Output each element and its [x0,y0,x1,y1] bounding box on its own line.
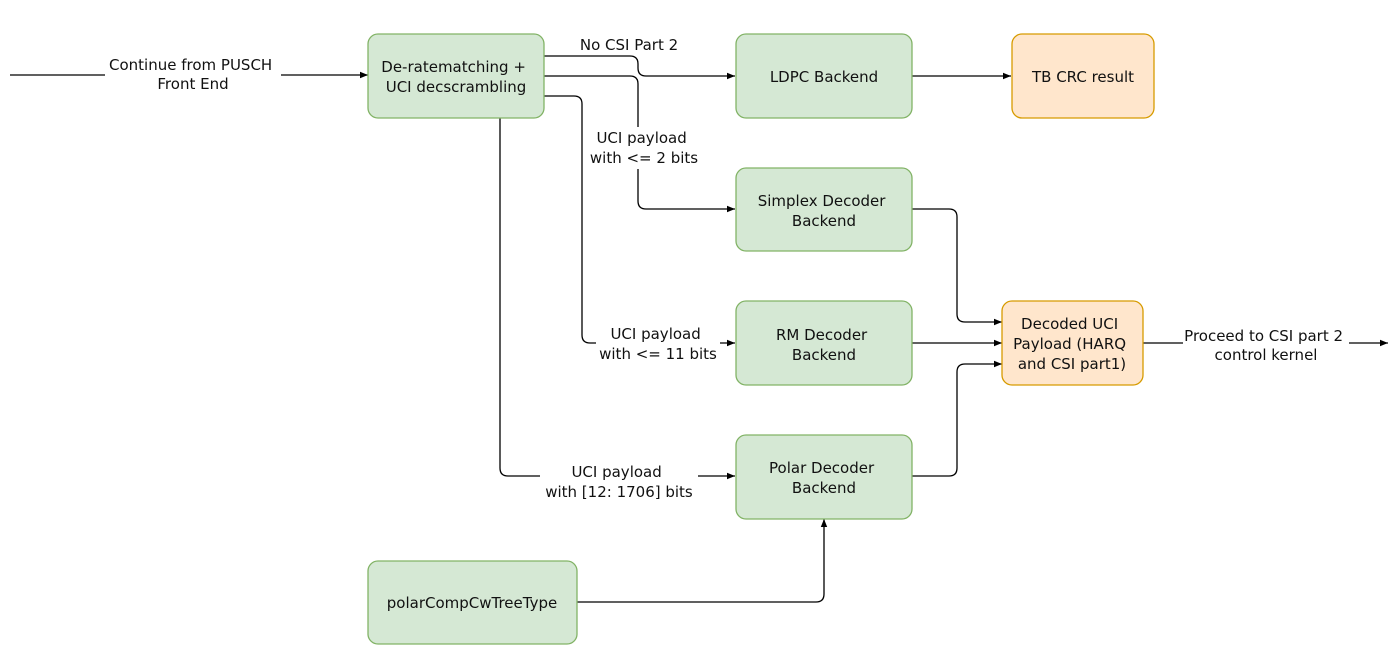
ldpc-box [735,33,913,119]
edge-derate-to-polar [499,118,735,480]
simplex-box [735,167,913,252]
rm-label: RM Decoder Backend [776,326,872,364]
rm-box [735,300,913,386]
proceed-label: Proceed to CSI part 2 control kernel [1184,327,1348,364]
uci2-label: UCI payload with <= 2 bits [590,129,698,167]
input-label: Continue from PUSCH Front End [109,56,277,93]
edge-simplex-to-decoded [912,208,1002,326]
derate-box [367,33,545,119]
tbcrc-label: TB CRC result [1031,68,1134,86]
tbcrc-box [1011,33,1155,119]
derate-label: De-ratematching + UCI decscrambling [381,58,530,96]
uci1706-label: UCI payload with [12: 1706] bits [545,463,693,501]
simplex-label: Simplex Decoder Backend [758,192,891,230]
edge-polar-to-decoded [912,360,1002,477]
edge-polarcomp-to-polar [577,519,828,603]
edge-derate-to-ldpc [544,55,735,80]
ldpc-label: LDPC Backend [770,68,878,86]
polarcomp-box [367,560,578,645]
edge-derate-to-rm [544,95,735,347]
no-csi-label: No CSI Part 2 [580,36,678,54]
polarcomp-label: polarCompCwTreeType [387,594,557,612]
decoded-label: Decoded UCI Payload (HARQ and CSI part1) [1013,315,1131,373]
polar-label: Polar Decoder Backend [769,459,879,497]
polar-box [735,434,913,520]
decoded-box [1001,300,1144,386]
uci11-label: UCI payload with <= 11 bits [599,325,717,363]
